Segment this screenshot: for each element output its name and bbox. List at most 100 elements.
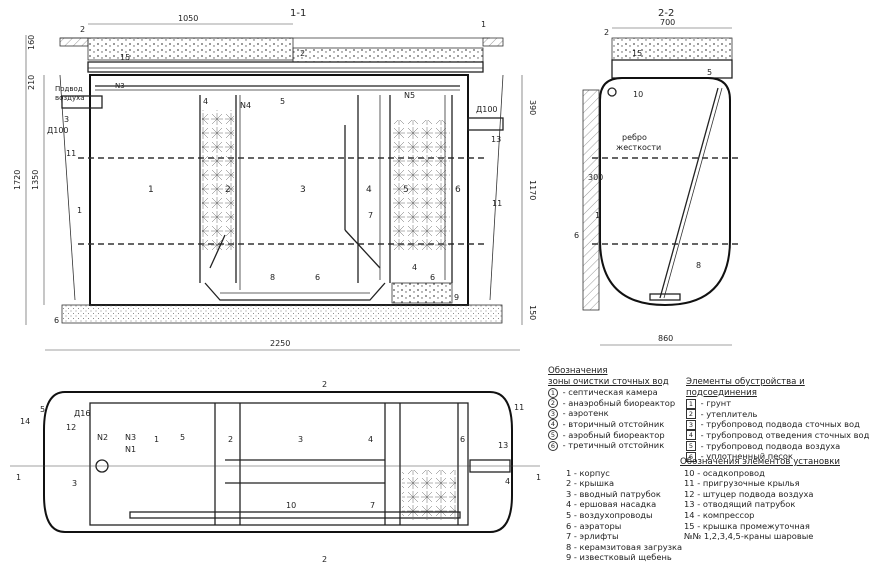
callout-8: 8 xyxy=(270,273,275,282)
callout-14-plan: 14 xyxy=(20,417,30,426)
callout-1-left: 1 xyxy=(77,206,82,215)
plan-section-left: 1 xyxy=(16,473,21,482)
dim-1050: 1050 xyxy=(178,14,198,23)
plan-section-bottom: 2 xyxy=(322,555,327,564)
zone-3-plan: 3 xyxy=(298,435,303,444)
dimension-annotations-1-1: 1-1 1050 160 210 1720 1350 390 1170 150 … xyxy=(13,8,537,351)
callout-5: 5 xyxy=(280,97,285,106)
zone-legend-marker: 1 xyxy=(548,387,558,398)
zone-legend-text: - аэротенк xyxy=(560,408,609,419)
d100-left-label: Д100 xyxy=(47,126,69,135)
n5-label: N5 xyxy=(404,91,415,100)
zone-legend-row: 4 - вторичный отстойник xyxy=(548,419,675,430)
zone-1-plan: 1 xyxy=(154,435,159,444)
zone-6: 6 xyxy=(455,185,461,195)
zone-2-plan: 2 xyxy=(228,435,233,444)
n2-label: N2 xyxy=(97,433,108,442)
fitting-legend-marker: 3 xyxy=(686,419,696,430)
elements-legend: Обозначения элементов установки 1 - корп… xyxy=(566,457,866,563)
plan-section-right: 1 xyxy=(536,473,541,482)
callout-3-plan: 3 xyxy=(72,479,77,488)
zone-6-plan: 6 xyxy=(460,435,465,444)
callout-6-mid: 6 xyxy=(315,273,320,282)
dim-860: 860 xyxy=(658,334,673,343)
dim-160: 160 xyxy=(27,35,36,50)
zones-legend-title-2: зоны очистки сточных вод xyxy=(548,376,669,387)
zone-legend-text: - третичный отстойник xyxy=(560,440,665,451)
callout-2-top: 2 xyxy=(80,25,85,34)
fitting-legend-text: - грунт xyxy=(698,398,732,409)
callout-11-left: 11 xyxy=(66,149,76,158)
n4-label: N4 xyxy=(240,101,251,110)
element-legend-right-row: 15 - крышка промежуточная xyxy=(684,520,810,531)
fitting-legend-marker: 6 xyxy=(686,451,696,462)
callout-5-s22: 5 xyxy=(707,68,712,77)
callout-10-s22: 10 xyxy=(633,90,643,99)
callout-6-right: 6 xyxy=(430,273,435,282)
callout-6-ground: 6 xyxy=(54,316,59,325)
zone-4-plan: 4 xyxy=(368,435,373,444)
fitting-legend-row: 3 - трубопровод подвода сточных вод xyxy=(686,419,875,430)
zone-legend-text: - анаэробный биореактор xyxy=(560,397,676,408)
section-label-2-2: 2-2 xyxy=(658,8,674,19)
element-legend-left-row: 9 - известковый щебень xyxy=(566,552,672,563)
element-legend-right-row: 13 - отводящий патрубок xyxy=(684,499,796,510)
callout-8-s22: 8 xyxy=(696,261,701,270)
rib-label-1: ребро xyxy=(622,133,647,142)
callout-13: 13 xyxy=(491,135,501,144)
dim-150: 150 xyxy=(528,305,537,320)
element-legend-left-row: 7 - эрлифты xyxy=(566,531,619,542)
zones-legend-title-1: Обозначения xyxy=(548,366,608,376)
zone-legend-row: 6 - третичный отстойник xyxy=(548,440,675,451)
callout-11-right: 11 xyxy=(492,199,502,208)
fitting-legend-text: - трубопровод подвода воздуха xyxy=(698,440,841,451)
callout-10-plan: 10 xyxy=(286,501,296,510)
fittings-legend: Элементы обустройства и подсоединения 1 … xyxy=(686,377,875,462)
zone-3: 3 xyxy=(300,185,306,195)
fitting-legend-text: - утеплитель xyxy=(698,408,758,419)
zone-legend-marker: 6 xyxy=(548,440,558,451)
element-legend-right-row: 14 - компрессор xyxy=(684,509,755,520)
dim-1350: 1350 xyxy=(31,170,40,190)
dimension-annotations-2-2: 2-2 700 860 300 ребро жесткости 2 15 5 1… xyxy=(574,8,712,343)
callout-6-s22: 6 xyxy=(574,231,579,240)
fitting-legend-marker: 1 xyxy=(686,398,696,409)
zone-1: 1 xyxy=(148,185,154,195)
element-legend-left-row: 3 - вводный патрубок xyxy=(566,488,661,499)
callout-3: 3 xyxy=(64,115,69,124)
callout-1-s22: 1 xyxy=(595,211,600,220)
callout-1-top: 1 xyxy=(481,20,486,29)
fitting-legend-text: - трубопровод подвода сточных вод xyxy=(698,419,860,430)
callout-5-plan-left: 5 xyxy=(40,405,45,414)
callout-4-plan: 4 xyxy=(505,477,510,486)
callout-7-plan: 7 xyxy=(370,501,375,510)
zone-legend-marker: 3 xyxy=(548,408,558,419)
dim-1720: 1720 xyxy=(13,170,22,190)
fitting-legend-text: - трубопровод отведения сточных вод xyxy=(698,429,870,440)
section-label-1-1: 1-1 xyxy=(290,8,306,19)
section-1-1 xyxy=(59,37,504,324)
element-legend-left-row: 4 - ершовая насадка xyxy=(566,499,657,510)
callout-15: 15 xyxy=(120,53,130,62)
air-supply-label-2: воздуха xyxy=(55,94,85,102)
plan-annotations: 2 2 1 1 Д16 14 5 12 N2 N3 N1 5 11 13 3 1… xyxy=(16,380,541,564)
zone-legend-text: - вторичный отстойник xyxy=(560,418,665,429)
d16-label: Д16 xyxy=(74,409,90,418)
fitting-legend-row: 2 - утеплитель xyxy=(686,409,875,420)
d100-right-label: Д100 xyxy=(476,105,498,114)
rib-label-2: жесткости xyxy=(616,143,661,152)
element-legend-right-row: 10 - осадкопровод xyxy=(684,467,765,478)
element-legend-left-row: 2 - крышка xyxy=(566,478,615,489)
callout-5-plan: 5 xyxy=(180,433,185,442)
dim-210: 210 xyxy=(27,75,36,90)
fitting-legend-row: 5 - трубопровод подвода воздуха xyxy=(686,441,875,452)
callout-9: 9 xyxy=(454,293,459,302)
n3-label: N3 xyxy=(115,82,125,90)
fitting-legend-marker: 5 xyxy=(686,441,696,452)
section-2-2 xyxy=(582,27,738,346)
